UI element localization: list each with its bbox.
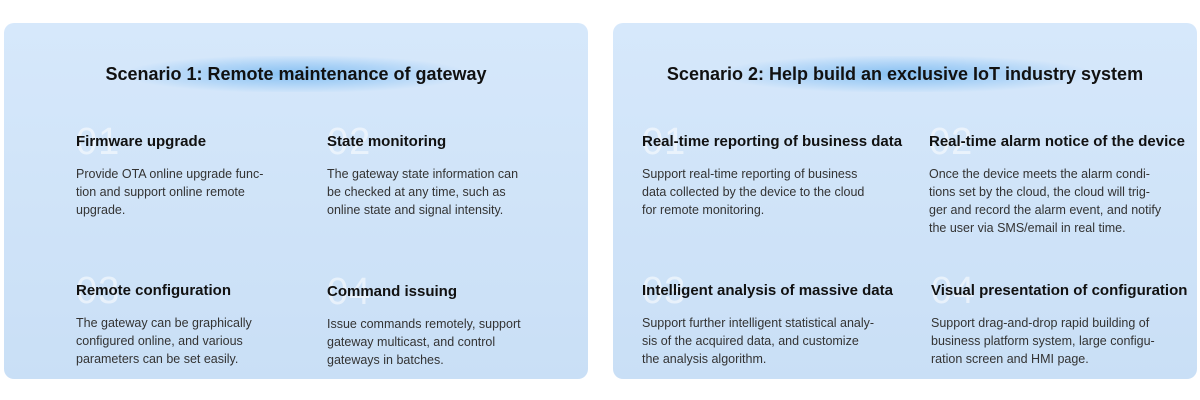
feature-number: 01 [76,121,121,163]
feature-card-massive-data-analysis: 03 Intelligent analysis of massive data … [642,272,912,368]
scenario-1-panel: Scenario 1: Remote maintenance of gatewa… [4,23,588,379]
feature-card-firmware-upgrade: 01 Firmware upgrade Provide OTA online u… [76,123,316,219]
feature-title: Real-time alarm notice of the device [929,133,1185,150]
feature-title: Command issuing [327,283,458,300]
feature-description: Provide OTA online upgrade func- tion an… [76,165,316,219]
description-line: be checked at any time, such as [327,185,506,199]
description-line: sis of the acquired data, and customize [642,334,859,348]
description-line: Support drag-and-drop rapid building of [931,316,1150,330]
description-line: upgrade. [76,203,126,217]
feature-card-command-issuing: 04 Command issuing Issue commands remote… [327,273,567,369]
feature-card-business-data-reporting: 01 Real-time reporting of business data … [642,123,912,219]
description-line: Once the device meets the alarm condi- [929,167,1150,181]
description-line: Support real-time reporting of business [642,167,858,181]
feature-card-remote-configuration: 03 Remote configuration The gateway can … [76,272,316,368]
feature-card-visual-presentation: 04 Visual presentation of configuration … [931,272,1193,368]
feature-number: 02 [327,121,372,163]
scenario-1-title: Scenario 1: Remote maintenance of gatewa… [105,63,487,84]
feature-description: Once the device meets the alarm condi- t… [929,165,1191,237]
feature-card-alarm-notice: 02 Real-time alarm notice of the device … [929,123,1191,237]
description-line: gateway multicast, and control [327,335,496,349]
feature-title: Visual presentation of configuration [931,282,1188,299]
feature-number: 03 [76,270,121,312]
description-line: parameters can be set easily. [76,352,239,366]
feature-description: Issue commands remotely, support gateway… [327,315,567,369]
scenario-2-panel: Scenario 2: Help build an exclusive IoT … [613,23,1197,379]
feature-description: Support further intelligent statistical … [642,314,912,368]
feature-title: Firmware upgrade [76,133,207,150]
feature-number: 04 [931,270,976,312]
feature-number: 01 [642,121,687,163]
description-line: for remote monitoring. [642,203,765,217]
feature-title: State monitoring [327,133,447,150]
feature-card-state-monitoring: 02 State monitoring The gateway state in… [327,123,567,219]
description-line: Issue commands remotely, support [327,317,521,331]
feature-title: Intelligent analysis of massive data [642,282,893,299]
feature-description: The gateway state information can be che… [327,165,567,219]
description-line: tion and support online remote [76,185,245,199]
feature-description: Support drag-and-drop rapid building of … [931,314,1193,368]
feature-title: Real-time reporting of business data [642,133,903,150]
feature-number: 04 [327,271,372,313]
description-line: gateways in batches. [327,353,444,367]
description-line: the user via SMS/email in real time. [929,221,1126,235]
feature-number: 02 [929,121,974,163]
feature-description: The gateway can be graphically configure… [76,314,316,368]
description-line: The gateway state information can [327,167,519,181]
description-line: online state and signal intensity. [327,203,504,217]
description-line: Provide OTA online upgrade func- [76,167,264,181]
title-highlight [131,56,461,92]
description-line: The gateway can be graphically [76,316,252,330]
description-line: the analysis algorithm. [642,352,767,366]
feature-number: 03 [642,270,687,312]
description-line: business platform system, large configu- [931,334,1155,348]
description-line: data collected by the device to the clou… [642,185,865,199]
description-line: tions set by the cloud, the cloud will t… [929,185,1150,199]
feature-title: Remote configuration [76,282,232,299]
description-line: ger and record the alarm event, and noti… [929,203,1162,217]
description-line: configured online, and various [76,334,243,348]
feature-description: Support real-time reporting of business … [642,165,912,219]
scenario-1-header: Scenario 1: Remote maintenance of gatewa… [4,56,588,92]
description-line: ration screen and HMI page. [931,352,1089,366]
title-highlight [725,56,1085,92]
description-line: Support further intelligent statistical … [642,316,875,330]
scenario-2-title: Scenario 2: Help build an exclusive IoT … [666,63,1144,84]
scenario-2-header: Scenario 2: Help build an exclusive IoT … [613,56,1197,92]
